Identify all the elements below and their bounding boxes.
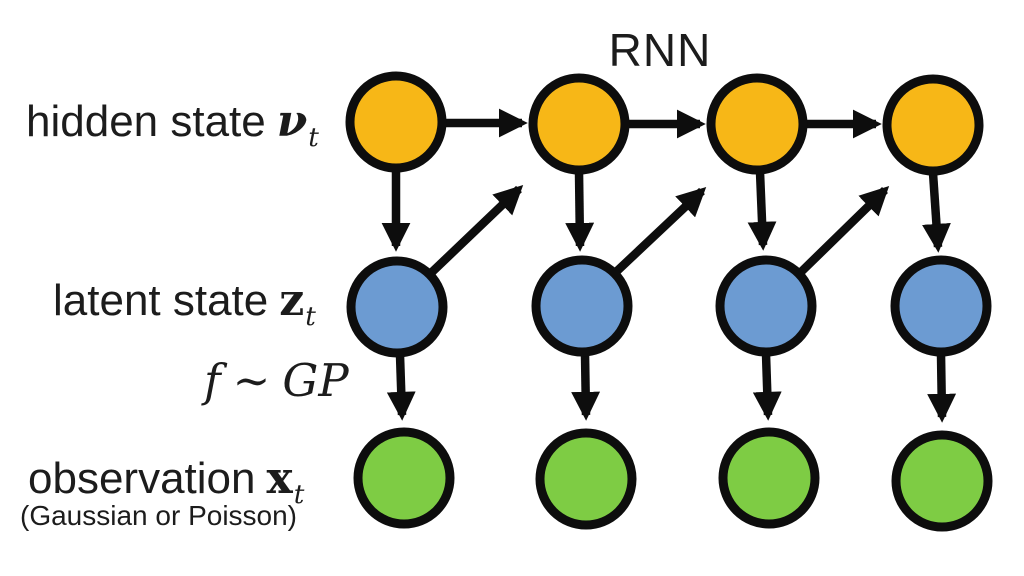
hidden-subscript-t: t: [308, 121, 319, 153]
observation-node-t1: [353, 427, 455, 529]
hidden-node-t1: [345, 71, 447, 173]
observation-node-t4: [891, 430, 993, 532]
latent-node-t3: [715, 255, 817, 357]
latent-to-observation-edge-arrow: [386, 354, 416, 421]
latent-subscript-t: t: [305, 300, 316, 332]
x-symbol: x: [266, 453, 293, 504]
latent-node-t4: [890, 255, 992, 357]
tilde-symbol: ∼: [232, 354, 271, 407]
latent-to-observation-edge-arrow: [752, 353, 782, 421]
gp-annotation: f∼GP: [204, 358, 349, 403]
latent-node-t1: [346, 256, 448, 358]
observation-node-t3: [718, 427, 820, 529]
nu-symbol: ν: [276, 96, 308, 147]
latent-to-hidden-edge-arrow: [428, 185, 524, 277]
hidden-node-t4: [882, 74, 984, 176]
observation-node-t2: [535, 428, 637, 530]
latent-to-hidden-edge-arrow: [613, 187, 707, 276]
rnn-title: RNN: [608, 24, 712, 76]
observation-note: (Gaussian or Poisson): [20, 500, 298, 531]
hidden-to-latent-edge-arrow: [747, 171, 777, 251]
hidden-state-text: hidden state: [26, 97, 266, 146]
observation-text: observation: [28, 454, 256, 503]
hidden-node-t2: [528, 73, 630, 175]
hidden-node-t3: [706, 73, 808, 175]
latent-to-observation-edge-arrow: [927, 353, 957, 423]
observation-subscript-t: t: [293, 478, 305, 510]
latent-state-text: latent state: [53, 276, 269, 325]
z-symbol: z: [279, 275, 305, 326]
latent-to-hidden-edge-arrow: [798, 185, 890, 276]
hidden-to-latent-edge-arrow: [565, 171, 595, 252]
latent-node-t2: [531, 255, 633, 357]
gp-script-symbol: GP: [282, 354, 349, 407]
f-symbol: f: [204, 354, 221, 407]
hidden-to-latent-edge-arrow: [922, 172, 951, 253]
latent-to-observation-edge-arrow: [571, 353, 601, 421]
